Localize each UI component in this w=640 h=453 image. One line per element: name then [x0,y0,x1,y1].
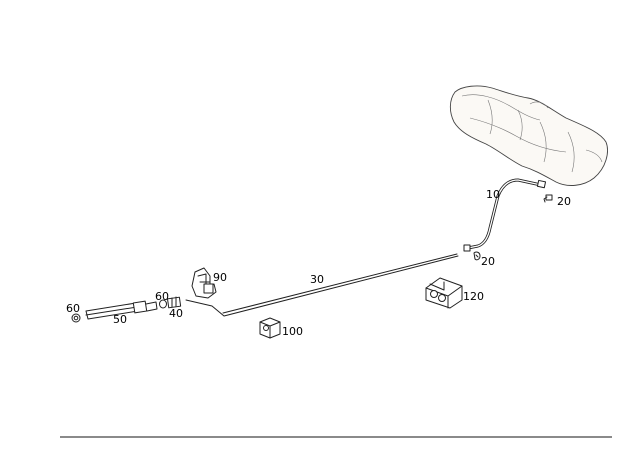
tube-10 [463,178,547,252]
callout-20-lower: 20 [481,255,495,268]
clip-20-upper [543,194,553,203]
sleeve-60-right [159,299,167,309]
callout-50: 50 [113,313,127,326]
fuel-line-30 [185,253,459,317]
callout-30: 30 [310,273,324,286]
callout-60-right: 60 [155,290,169,303]
callout-20-upper: 20 [557,195,571,208]
sleeve-60-left [71,313,81,323]
clamp-120 [425,277,463,309]
connector-40 [167,296,182,309]
callout-60-left: 60 [66,302,80,315]
bracket-90 [191,267,217,299]
callout-120: 120 [463,290,484,303]
callout-90: 90 [213,271,227,284]
callout-10: 10 [486,188,500,201]
hose-50 [85,300,158,320]
clip-20-lower [473,251,481,261]
fuel-tank [449,85,608,186]
callout-40: 40 [169,307,183,320]
clamp-100 [259,317,281,339]
callout-100: 100 [282,325,303,338]
